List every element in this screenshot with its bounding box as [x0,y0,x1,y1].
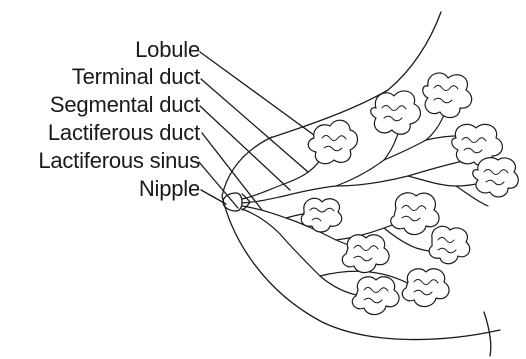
lobule-cluster [342,235,389,273]
label-lobule: Lobule [135,38,200,62]
breast-fold [484,312,491,356]
label-terminal-duct: Terminal duct [72,65,200,89]
label-nipple: Nipple [139,177,200,201]
label-lactiferous-sinus: Lactiferous sinus [38,149,200,173]
lobule-cluster [391,193,439,235]
leader-terminal-duct [201,79,308,172]
label-segmental-duct: Segmental duct [50,93,200,117]
lobule-cluster [423,73,472,118]
leader-lactiferous-sinus [199,162,238,208]
lobule-cluster [308,120,357,163]
label-lactiferous-duct: Lactiferous duct [48,121,200,145]
leader-lactiferous-duct [202,133,262,210]
lobule-cluster [473,158,519,197]
leader-lines [199,52,318,210]
lobule-cluster [371,91,421,134]
lobules [301,73,518,315]
lobule-cluster [352,277,399,315]
lobule-cluster [402,269,449,307]
lobule-cluster [429,226,470,263]
leader-lobule [200,52,318,138]
